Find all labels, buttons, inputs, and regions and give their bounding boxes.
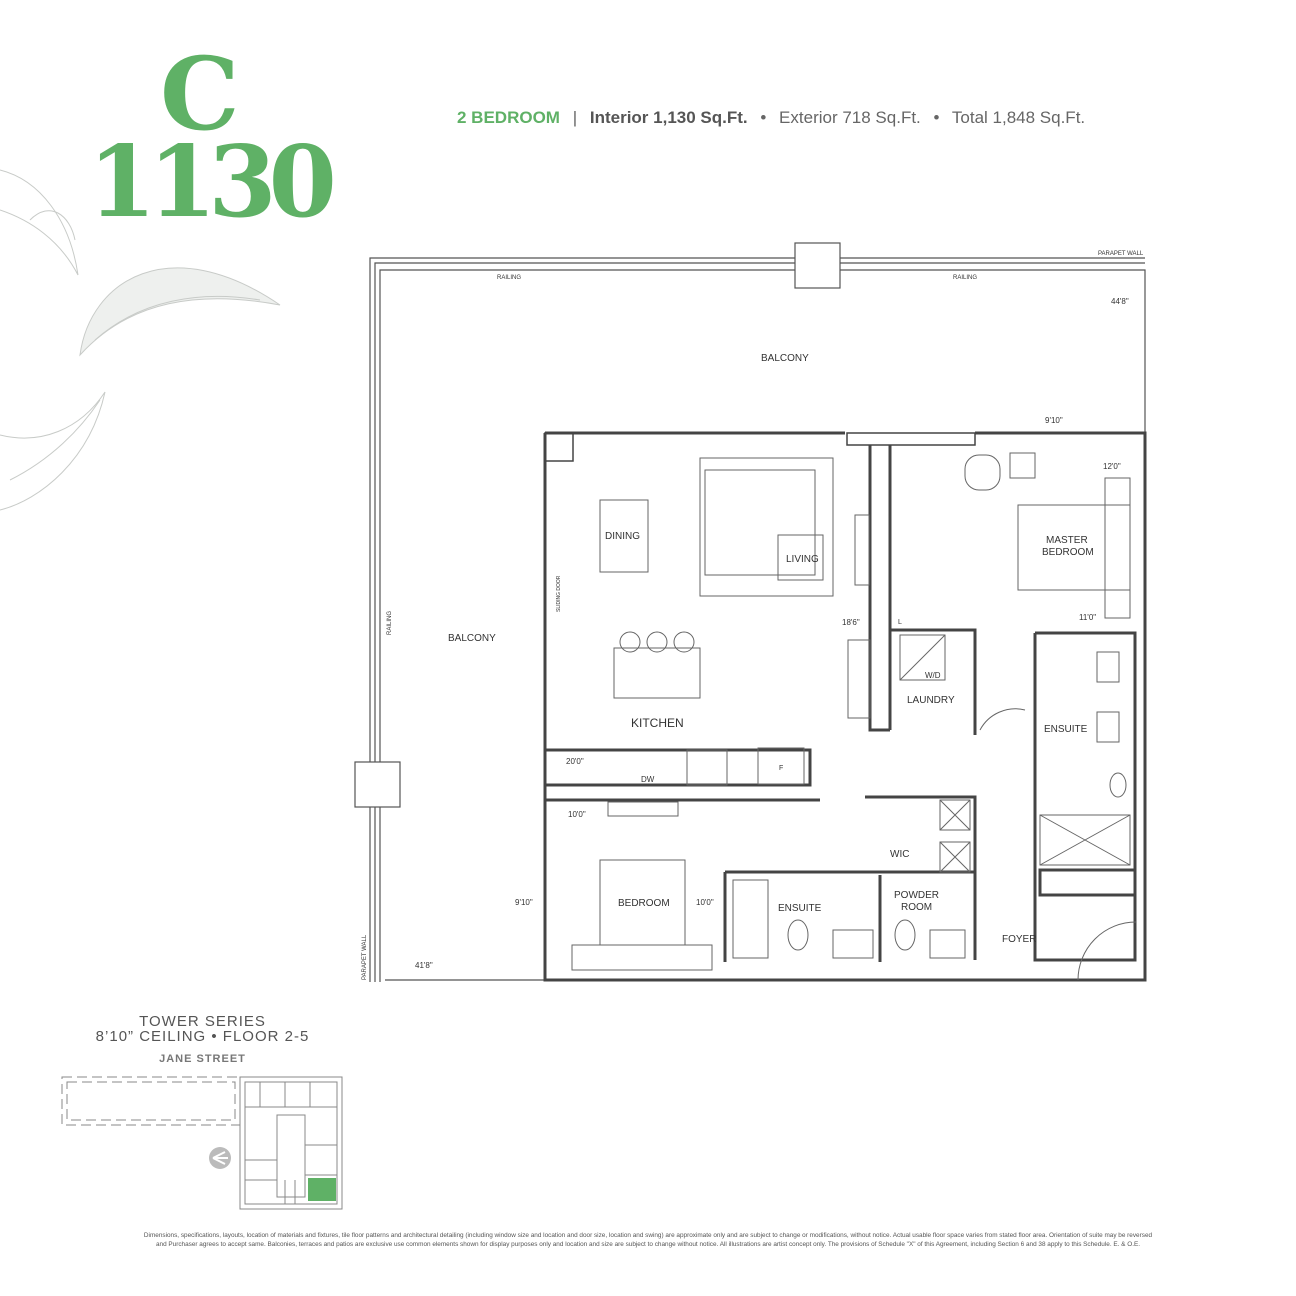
sliding-door-label: SLIDING DOOR [556, 575, 562, 612]
divider: | [572, 108, 578, 127]
street-label: JANE STREET [159, 1053, 246, 1065]
exterior-area: Exterior 718 Sq.Ft. [779, 108, 921, 127]
series-info: TOWER SERIES 8’10” CEILING • FLOOR 2-5 [60, 1014, 345, 1044]
suite-highlight [308, 1178, 336, 1201]
ceiling-floor: 8’10” CEILING • FLOOR 2-5 [95, 1028, 310, 1045]
kitchen-label: KITCHEN [631, 716, 684, 730]
parapet-wall-label: PARAPET WALL [1098, 251, 1144, 257]
railing-label: RAILING [953, 275, 977, 281]
total-area: Total 1,848 Sq.Ft. [951, 108, 1086, 127]
dimension: 20'0" [566, 757, 584, 766]
master-bedroom-label: BEDROOM [1042, 547, 1094, 558]
bullet: • [760, 108, 767, 127]
disclaimer-line: Dimensions, specifications, layouts, loc… [143, 1232, 1153, 1239]
powder-room-label: POWDER [894, 890, 939, 901]
suite-walls [543, 431, 1147, 982]
floor-plan: PARAPET WALL RAILING RAILING RAILING PAR… [354, 242, 1147, 982]
disclaimer: Dimensions, specifications, layouts, loc… [60, 1231, 1236, 1249]
fridge-label: F [779, 765, 783, 772]
series-name: TOWER SERIES [139, 1013, 266, 1030]
balcony-walls [354, 242, 1146, 982]
suite-number: 1130 [88, 125, 337, 240]
dimension: 18'6" [842, 618, 860, 627]
parapet-wall-label: PARAPET WALL [362, 934, 368, 980]
ensuite-label: ENSUITE [1044, 724, 1088, 735]
fixtures [571, 452, 1137, 981]
unit-summary: 2 BEDROOM | Interior 1,130 Sq.Ft. • Exte… [457, 108, 1085, 128]
dimension: 9'10" [515, 898, 533, 907]
bedroom-label: BEDROOM [618, 898, 670, 909]
washer-dryer-label: W/D [925, 671, 941, 680]
railing-label: RAILING [497, 275, 521, 281]
powder-room-label: ROOM [901, 902, 932, 913]
suite-letter: C [160, 35, 240, 153]
dimension: 10'0" [568, 810, 586, 819]
dining-label: DINING [605, 531, 640, 542]
bedroom-count: 2 BEDROOM [457, 108, 560, 127]
dimension: 12'0" [1103, 462, 1121, 471]
master-bedroom-label: MASTER [1046, 535, 1088, 546]
dimension: 10'0" [696, 898, 714, 907]
dimension: 44'8" [1111, 297, 1129, 306]
dimension: 9'10" [1045, 416, 1063, 425]
leaf-illustration [0, 169, 281, 511]
ensuite-label: ENSUITE [778, 903, 822, 914]
foyer-label: FOYER [1002, 934, 1036, 945]
dimension: 11'0" [1079, 613, 1096, 622]
dishwasher-label: DW [641, 775, 655, 784]
railing-label: RAILING [387, 611, 393, 635]
disclaimer-line: and Purchaser agrees to accept same. Bal… [155, 1241, 1141, 1248]
balcony-label: BALCONY [761, 353, 809, 364]
linen-label: L [898, 619, 902, 626]
dimension: 41'8" [415, 961, 433, 970]
laundry-label: LAUNDRY [907, 695, 955, 706]
bullet: • [933, 108, 940, 127]
wic-label: WIC [890, 849, 909, 860]
interior-area: Interior 1,130 Sq.Ft. [589, 108, 748, 127]
balcony-label: BALCONY [448, 633, 496, 644]
living-label: LIVING [786, 554, 819, 565]
key-plan [61, 1076, 343, 1210]
